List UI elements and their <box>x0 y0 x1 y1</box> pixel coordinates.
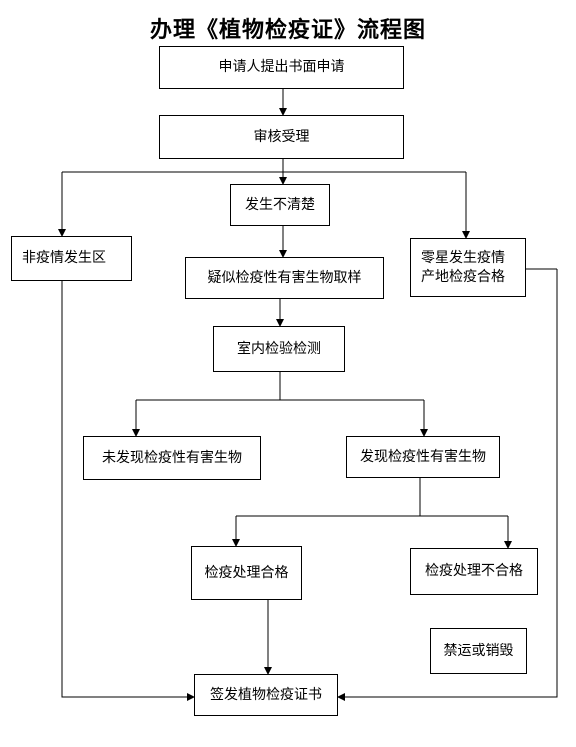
node-non-epidemic-label: 非疫情发生区 <box>22 250 106 267</box>
node-sporadic-line2: 产地检疫合格 <box>421 268 505 285</box>
node-found-label: 发现检疫性有害生物 <box>360 448 486 465</box>
node-issue-cert-label: 签发植物检疫证书 <box>210 686 322 703</box>
node-sporadic: 零星发生疫情 产地检疫合格 <box>410 238 526 297</box>
node-treat-fail-label: 检疫处理不合格 <box>425 563 523 580</box>
node-treat-fail: 检疫处理不合格 <box>410 548 538 595</box>
node-ban-destroy: 禁运或销毁 <box>430 628 527 674</box>
arrow-non-epidemic-to-cert <box>61 281 195 701</box>
node-sampling-label: 疑似检疫性有害生物取样 <box>207 269 362 286</box>
node-unclear-label: 发生不清楚 <box>245 196 315 213</box>
node-treat-pass: 检疫处理合格 <box>191 546 302 600</box>
diagram-title: 办理《植物检疫证》流程图 <box>149 17 426 43</box>
node-ban-destroy-label: 禁运或销毁 <box>443 642 514 659</box>
node-not-found: 未发现检疫性有害生物 <box>83 436 261 480</box>
node-lab-test: 室内检验检测 <box>213 326 345 372</box>
node-sporadic-line1: 零星发生疫情 <box>421 249 505 266</box>
node-not-found-label: 未发现检疫性有害生物 <box>102 449 242 466</box>
node-review-label: 审核受理 <box>253 128 310 145</box>
node-lab-test-label: 室内检验检测 <box>237 340 321 357</box>
node-review: 审核受理 <box>159 115 404 159</box>
node-found: 发现检疫性有害生物 <box>346 436 500 478</box>
node-non-epidemic: 非疫情发生区 <box>11 236 132 281</box>
node-sampling: 疑似检疫性有害生物取样 <box>185 257 384 299</box>
node-apply: 申请人提出书面申请 <box>159 46 404 89</box>
node-treat-pass-label: 检疫处理合格 <box>204 564 289 581</box>
arrow-rail-to-cert <box>337 269 558 701</box>
node-unclear: 发生不清楚 <box>230 184 330 226</box>
node-apply-label: 申请人提出书面申请 <box>218 59 345 76</box>
node-issue-cert: 签发植物检疫证书 <box>194 674 338 716</box>
